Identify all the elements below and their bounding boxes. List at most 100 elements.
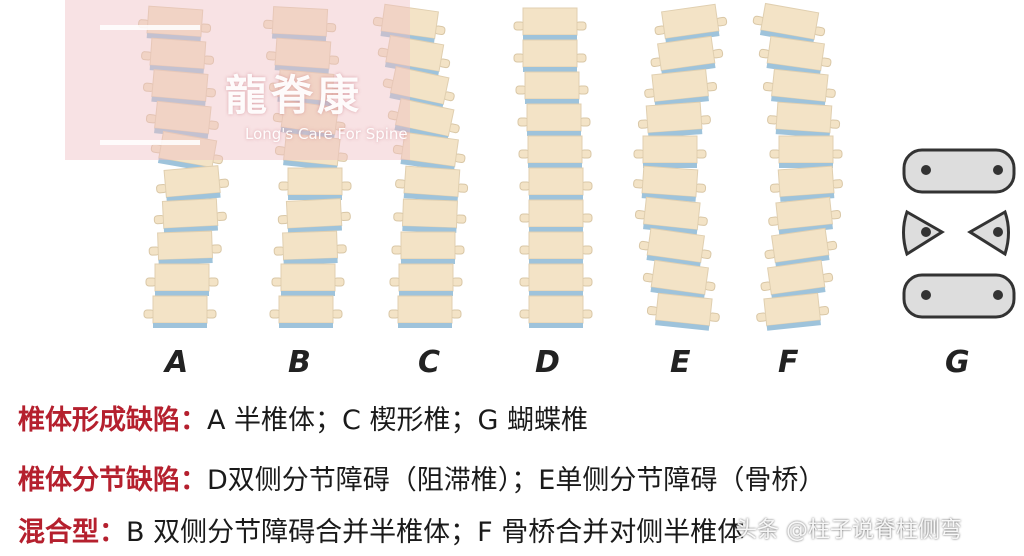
caption-formation: 椎体形成缺陷：A 半椎体；C 楔形椎；G 蝴蝶椎 — [18, 398, 588, 437]
vertebral-body — [643, 196, 701, 231]
vertebra — [638, 227, 712, 268]
vertebra — [768, 196, 842, 235]
logo-watermark: 龍脊康 Long's Care For Spine — [65, 0, 410, 160]
vertebra-cross-section — [902, 148, 1016, 194]
intervertebral-disc — [163, 225, 219, 234]
vertebra — [644, 68, 718, 107]
vertebral-body — [154, 263, 210, 292]
vertebra — [273, 230, 347, 265]
vertebral-body — [655, 292, 713, 327]
vertebral-body — [642, 135, 698, 164]
intervertebral-disc — [527, 131, 581, 136]
vertebra — [758, 35, 832, 76]
intervertebral-disc — [766, 320, 821, 331]
vertebra — [760, 259, 834, 300]
intervertebral-disc — [655, 320, 710, 331]
vertebra — [642, 259, 716, 300]
intervertebral-disc — [149, 65, 204, 74]
vertebra — [263, 6, 337, 42]
vertebra — [764, 227, 838, 268]
label-c: C — [418, 345, 441, 380]
intervertebral-disc — [279, 323, 333, 328]
label-d: D — [535, 345, 560, 380]
caption-text: B 双侧分节障碍合并半椎体；F 骨桥合并对侧半椎体 — [126, 517, 745, 548]
intervertebral-disc — [151, 96, 206, 107]
vertebra-center — [921, 290, 931, 300]
vertebral-body — [771, 68, 829, 103]
vertebra-center — [921, 165, 931, 175]
vertebral-body — [401, 198, 458, 229]
intervertebral-disc — [529, 323, 583, 328]
intervertebral-disc — [401, 259, 455, 264]
vertebral-body — [651, 68, 709, 103]
intervertebral-disc — [287, 225, 343, 234]
vertebra — [650, 35, 724, 76]
vertebra — [519, 199, 593, 232]
intervertebral-disc — [146, 33, 201, 42]
label-b: B — [288, 345, 311, 380]
vertebra — [269, 295, 343, 328]
caption-text: D双侧分节障碍（阻滞椎）；E单侧分节障碍（骨桥） — [207, 465, 826, 496]
vertebra — [517, 103, 591, 136]
vertebral-body — [403, 165, 461, 198]
vertebral-body — [278, 295, 334, 324]
vertebral-body — [778, 135, 834, 164]
vertebra — [143, 295, 217, 328]
vertebral-body — [280, 263, 336, 292]
vertebra — [266, 37, 340, 74]
vertebral-body — [777, 165, 835, 198]
intervertebral-disc — [153, 323, 207, 328]
intervertebral-disc — [641, 193, 696, 202]
vertebral-body — [661, 3, 720, 40]
intervertebral-disc — [643, 224, 698, 235]
caption-key: 椎体分节缺陷： — [18, 465, 207, 496]
vertebra — [752, 2, 826, 45]
vertebra — [145, 100, 219, 139]
vertebra — [513, 39, 587, 72]
label-a: A — [165, 345, 189, 380]
caption-mixed: 混合型：B 双侧分节障碍合并半椎体；F 骨桥合并对侧半椎体 — [18, 510, 744, 549]
intervertebral-disc — [281, 291, 335, 296]
vertebral-body — [282, 230, 339, 261]
vertebra-center — [993, 290, 1003, 300]
vertebral-body — [522, 7, 578, 36]
intervertebral-disc — [529, 259, 583, 264]
vertebral-body — [763, 292, 821, 327]
intervertebral-disc — [283, 258, 338, 265]
intervertebral-disc — [158, 258, 213, 265]
intervertebral-disc — [529, 227, 583, 232]
label-g: G — [945, 345, 970, 380]
vertebra — [519, 167, 593, 200]
vertebral-body — [641, 165, 699, 198]
vertebral-body — [152, 295, 208, 324]
vertebra — [515, 71, 589, 104]
vertebra — [145, 263, 219, 296]
vertebral-body — [528, 231, 584, 260]
vertebra — [277, 198, 351, 234]
intervertebral-disc — [528, 163, 582, 168]
vertebra — [269, 69, 342, 107]
vertebra — [519, 231, 593, 264]
vertebral-body — [522, 39, 578, 68]
label-f: F — [778, 345, 799, 380]
intervertebral-disc — [166, 192, 221, 203]
vertebra — [271, 263, 345, 296]
vertebra — [637, 101, 711, 138]
intervertebral-disc — [402, 226, 457, 233]
vertebra — [646, 292, 720, 331]
intervertebral-disc — [529, 195, 583, 200]
vertebral-body — [524, 71, 580, 100]
intervertebral-disc — [643, 163, 697, 168]
intervertebral-disc — [154, 128, 209, 139]
vertebra — [153, 198, 227, 234]
vertebral-body — [775, 101, 833, 134]
vertebral-body — [400, 231, 456, 260]
vertebra — [156, 165, 229, 203]
intervertebral-disc — [398, 323, 452, 328]
vertebral-body — [526, 103, 582, 132]
vertebra — [389, 263, 463, 296]
intervertebral-disc — [778, 224, 833, 235]
caption-text: A 半椎体；C 楔形椎；G 蝴蝶椎 — [207, 405, 588, 436]
intervertebral-disc — [525, 99, 579, 104]
vertebral-body — [397, 295, 453, 324]
